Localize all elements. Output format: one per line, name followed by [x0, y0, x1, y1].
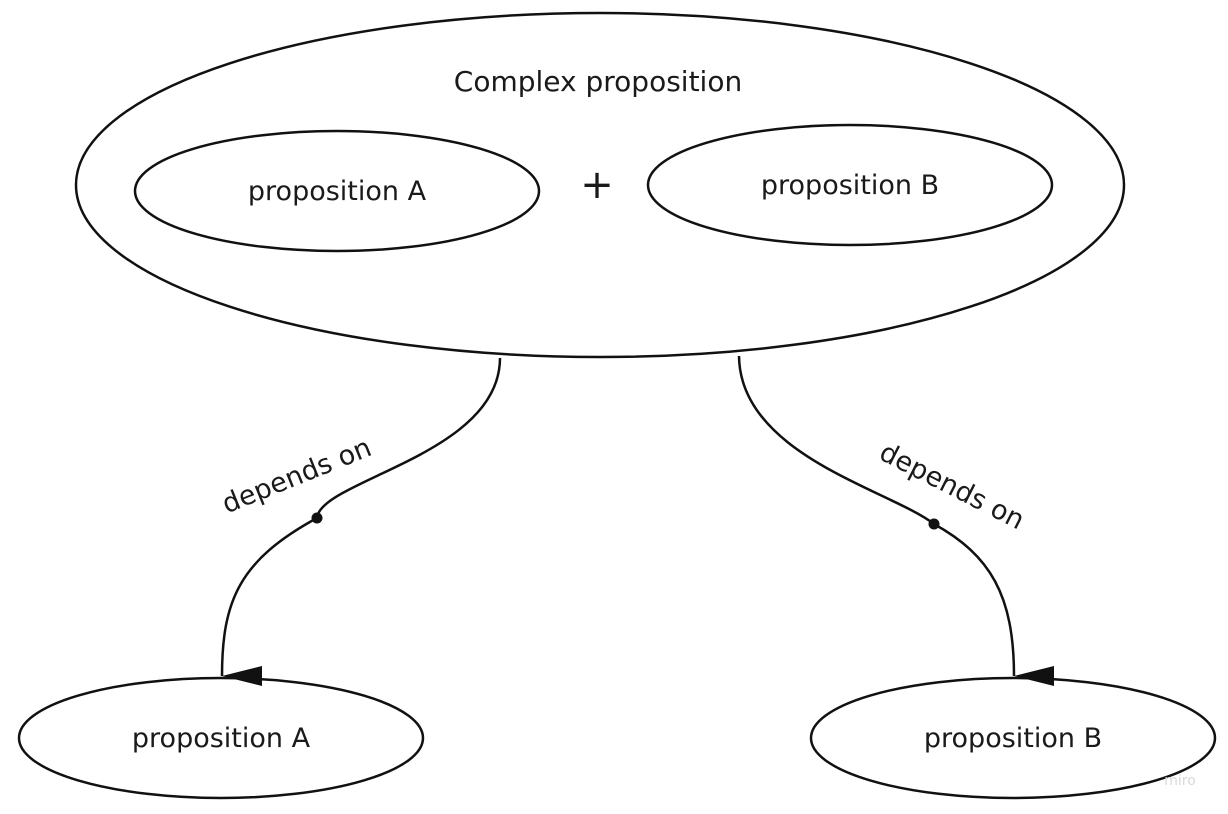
edge-b-label: depends on — [874, 437, 1029, 536]
complex-proposition-shape — [74, 11, 1126, 359]
target-proposition-a-label: proposition A — [132, 723, 311, 754]
target-proposition-a-node[interactable]: proposition A — [17, 676, 425, 800]
inner-proposition-a-label: proposition A — [248, 176, 427, 207]
inner-proposition-b-label: proposition B — [761, 170, 939, 201]
edge-depends-on-b[interactable]: depends on — [737, 355, 1055, 686]
target-proposition-b-shape — [809, 676, 1217, 800]
edge-a-connector — [220, 357, 502, 687]
plus-operator: + — [580, 162, 614, 208]
inner-proposition-a-node[interactable]: proposition A — [133, 129, 541, 253]
complex-proposition-label: Complex proposition — [454, 65, 742, 98]
inner-proposition-b-shape — [646, 123, 1054, 247]
inner-proposition-a-shape — [133, 129, 541, 253]
inner-proposition-b-node[interactable]: proposition B — [646, 123, 1054, 247]
edge-b-midpoint-dot — [928, 518, 940, 530]
target-proposition-a-shape — [17, 676, 425, 800]
target-proposition-b-label: proposition B — [924, 723, 1102, 754]
edge-a-midpoint-dot — [311, 512, 323, 524]
miro-watermark: miro — [1164, 773, 1196, 789]
edge-a-label: depends on — [218, 432, 376, 520]
edge-b-connector — [737, 355, 1055, 686]
complex-proposition-node[interactable]: Complex proposition — [74, 11, 1126, 359]
target-proposition-b-node[interactable]: proposition B — [809, 676, 1217, 800]
edge-depends-on-a[interactable]: depends on — [218, 357, 502, 687]
